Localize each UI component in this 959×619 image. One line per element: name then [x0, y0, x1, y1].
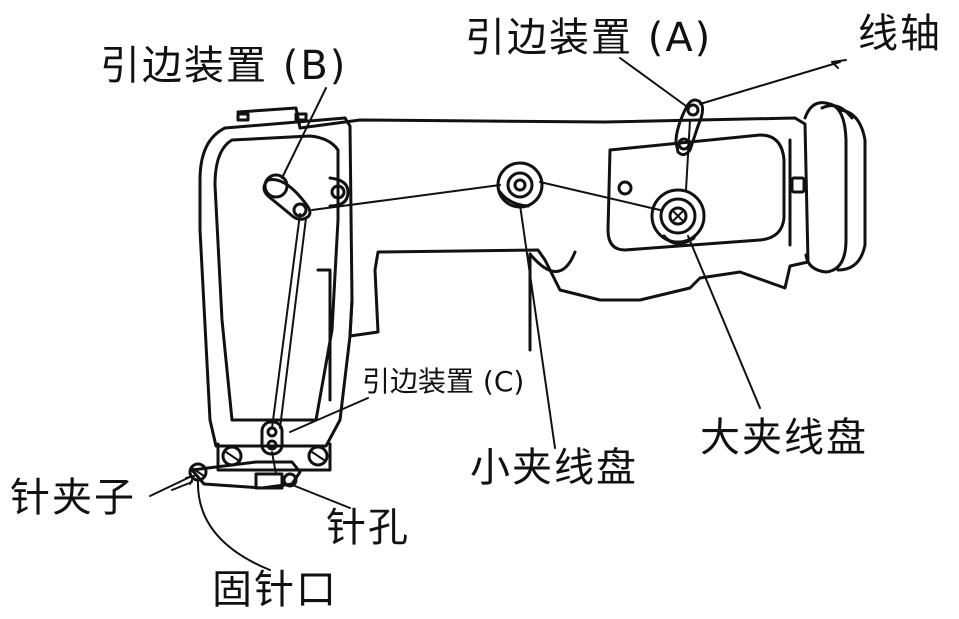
- label-needle-eye: 针孔: [326, 505, 410, 551]
- arm-face-plate-outline: [606, 133, 786, 252]
- thread-large-to-small: [539, 181, 661, 211]
- leader-lines: [149, 57, 847, 571]
- head-top-screw-right: [294, 112, 308, 122]
- thread-from-spool: [699, 61, 841, 105]
- small-disc-leader: [519, 204, 556, 449]
- large-tension-disc-base: [662, 234, 696, 245]
- thread-guide-a-eye: [686, 103, 700, 117]
- arm-plate-screw: [617, 180, 633, 196]
- spool-arrow-head: [831, 59, 847, 69]
- large-disc-leader: [687, 235, 761, 409]
- small-tension-disc: [496, 161, 544, 209]
- large-tension-disc-nut: [673, 211, 683, 221]
- needle-fixing-leader: [196, 479, 271, 571]
- thread-b-to-c: [271, 213, 301, 429]
- thread-guide-b-upper: [263, 173, 289, 199]
- machine-arm: [298, 116, 810, 338]
- small-tension-disc-base: [498, 190, 530, 208]
- thread-b-to-c-2: [279, 217, 307, 429]
- head-bump: [328, 176, 350, 208]
- presser-bar-block: [216, 442, 332, 472]
- label-spool: 线轴: [858, 11, 942, 57]
- bottom-screw-left-slot: [225, 451, 239, 461]
- needle-eye-leader: [289, 483, 351, 509]
- bottom-screw-right: [307, 445, 329, 467]
- thread-out: [171, 481, 193, 491]
- label-small-tension-disc: 小夹线盘: [470, 445, 638, 491]
- label-needle-clamp: 针夹子: [10, 475, 136, 521]
- needle-clamp-arrow: [185, 475, 195, 485]
- face-plate: [213, 134, 340, 422]
- head-bump-screw: [330, 184, 346, 200]
- needle-clamp-assembly: [188, 460, 302, 490]
- machine-head: [198, 126, 354, 448]
- small-tension-disc-mid: [506, 171, 534, 199]
- small-tension-disc-outer: [496, 161, 544, 209]
- head-slot: [316, 268, 332, 402]
- label-thread-guide-b: 引边装置 (B): [100, 43, 348, 89]
- thread-guide-c-eye-lower: [266, 439, 278, 451]
- handwheel-outer: [836, 108, 867, 272]
- needle-clamp-leader: [149, 475, 193, 497]
- machine-body: [198, 106, 810, 472]
- bottom-screw-right-slot: [311, 451, 325, 461]
- guide-a-leader: [619, 57, 687, 107]
- guide-c-leader: [289, 397, 369, 433]
- needle-clamp-screw-slot: [191, 467, 205, 477]
- head-top-screw-left: [236, 112, 250, 122]
- arm-side-screw: [790, 176, 806, 194]
- thread-guide-c-eye-upper: [266, 426, 278, 438]
- label-thread-guide-c: 引边装置 (C): [362, 365, 525, 398]
- thread-small-to-b: [311, 184, 501, 211]
- lower-bed-curve: [528, 250, 577, 273]
- large-tension-disc-hub: [668, 206, 688, 226]
- handwheel-top-ridge: [820, 104, 854, 120]
- arm-face-plate: [606, 133, 806, 252]
- thread-c-to-needle: [271, 451, 277, 475]
- handwheel-inner: [803, 101, 848, 274]
- guide-b-leader: [281, 87, 327, 179]
- thread-guide-a-body: [674, 98, 705, 157]
- thread-guide-b: [262, 173, 312, 221]
- label-needle-fixing-hole: 固针口: [212, 567, 338, 613]
- thread-path: [171, 61, 841, 491]
- needle-eye-ring: [282, 472, 298, 488]
- needle-block: [254, 472, 284, 490]
- label-large-tension-disc: 大夹线盘: [700, 415, 868, 461]
- head-outline-outer: [223, 116, 347, 130]
- thread-a-to-large-disc: [685, 119, 691, 191]
- large-tension-disc-mid: [659, 197, 697, 235]
- small-tension-disc-hub: [513, 178, 527, 192]
- large-tension-disc: [650, 188, 706, 245]
- label-thread-guide-a: 引边装置 (A): [465, 15, 713, 61]
- handwheel: [803, 101, 867, 274]
